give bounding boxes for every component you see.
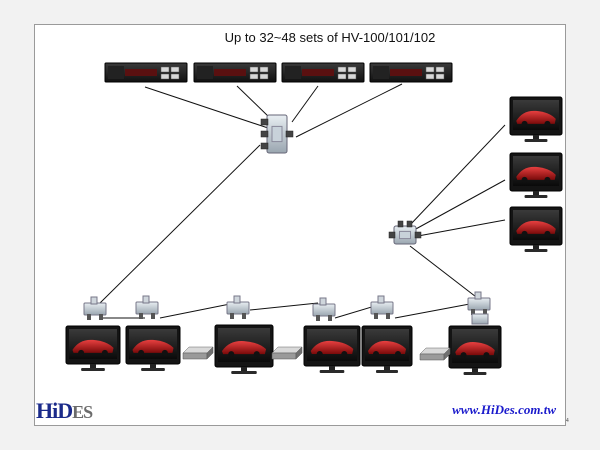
cable-line	[409, 245, 481, 301]
rack-unit	[104, 62, 188, 83]
set-top-box	[271, 346, 303, 360]
cable-line	[413, 179, 506, 231]
cable-line	[291, 85, 319, 123]
television	[509, 206, 563, 252]
splitters	[260, 114, 422, 245]
cable-line	[417, 219, 506, 237]
hides-logo: HiDES	[36, 398, 93, 424]
cable-line	[144, 86, 269, 129]
tap	[370, 295, 394, 319]
taps	[83, 291, 491, 325]
splitter	[388, 220, 422, 245]
rack-unit	[193, 62, 277, 83]
set-top-box	[182, 346, 214, 360]
television	[448, 325, 502, 375]
cable-line	[295, 83, 403, 138]
logo-suffix: ES	[72, 402, 93, 422]
cable-lines	[99, 83, 506, 319]
tap	[83, 296, 107, 320]
website-url[interactable]: www.HiDes.com.tw	[452, 402, 556, 417]
set-top-box	[419, 347, 451, 361]
tap	[135, 295, 159, 319]
tap	[226, 295, 250, 319]
televisions	[65, 96, 563, 375]
television	[125, 325, 181, 371]
television	[509, 152, 563, 198]
television	[361, 325, 413, 373]
rack-unit	[369, 62, 453, 83]
cable-line	[236, 85, 271, 119]
television	[303, 325, 361, 373]
page-number: 4	[566, 418, 569, 424]
television	[65, 325, 121, 371]
splitter	[260, 114, 294, 154]
television	[509, 96, 563, 142]
television	[214, 324, 274, 374]
diagram-title: Up to 32~48 sets of HV-100/101/102	[0, 30, 600, 45]
rack-unit	[281, 62, 365, 83]
cable-line	[394, 302, 476, 319]
rack-units	[104, 62, 453, 83]
cable-line	[99, 144, 261, 304]
diagram-title-text: Up to 32~48 sets of HV-100/101/102	[224, 30, 436, 45]
tap	[471, 313, 489, 325]
tap	[467, 291, 491, 315]
logo-main: HiD	[36, 398, 73, 423]
cable-line	[249, 302, 319, 311]
cable-line	[409, 124, 506, 226]
set-top-boxes	[182, 346, 451, 361]
tap	[312, 297, 336, 321]
cable-line	[159, 302, 236, 319]
